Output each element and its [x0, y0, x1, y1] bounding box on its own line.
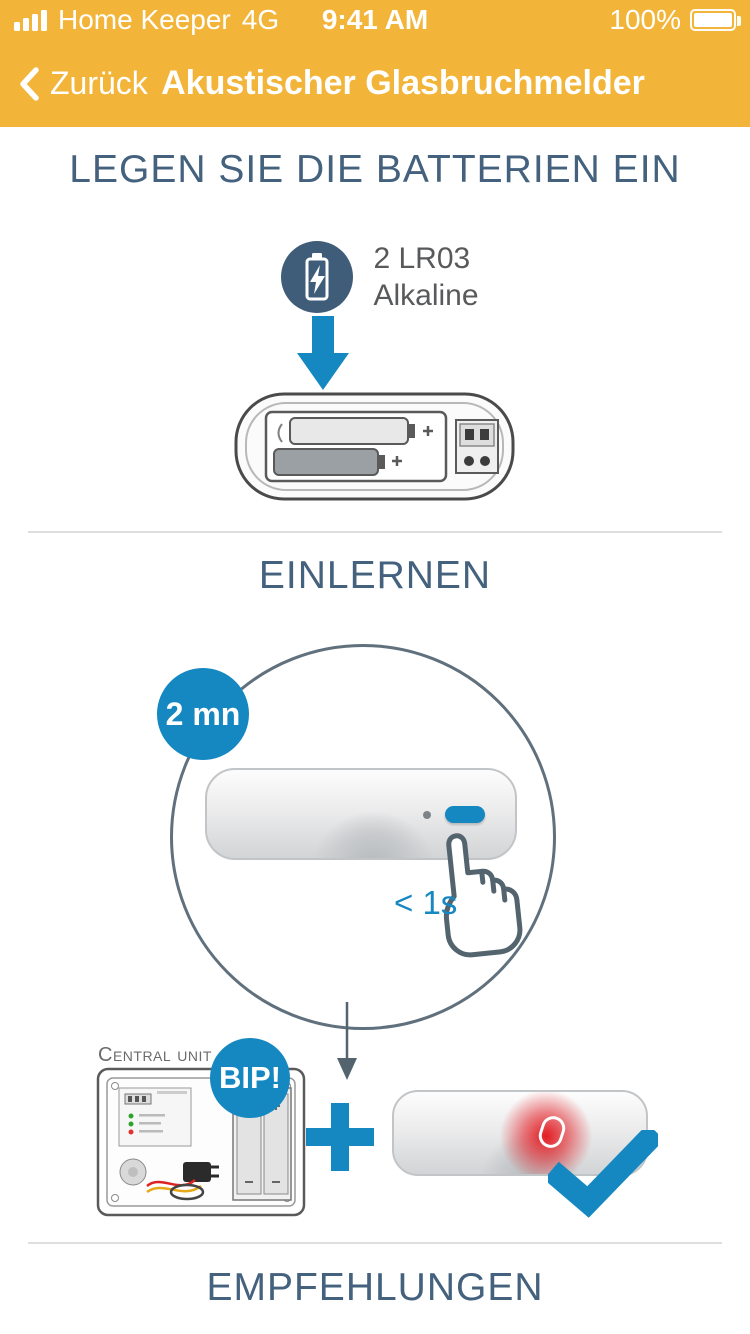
open-detector-illustration: [234, 392, 515, 501]
battery-spec-text: 2 LR03 Alkaline: [373, 240, 478, 314]
central-unit-label: Central unit: [98, 1044, 212, 1066]
down-connector-arrow-icon: [337, 1002, 357, 1080]
insert-arrow-icon: [297, 316, 349, 390]
back-button[interactable]: Zurück: [18, 40, 148, 127]
status-bar: Home Keeper 4G 9:41 AM 100%: [0, 0, 750, 40]
clock-label: 9:41 AM: [321, 4, 429, 35]
plus-icon: [306, 1103, 374, 1171]
section-title-recommendations: EMPFEHLUNGEN: [206, 1266, 544, 1309]
back-chevron-icon: [20, 66, 39, 101]
battery-spec-row: 2 LR03 Alkaline: [0, 240, 750, 314]
beep-badge: BIP!: [210, 1038, 290, 1118]
battery-status-icon: [690, 9, 741, 31]
status-left: Home Keeper 4G: [14, 4, 279, 36]
detector-paired-illustration: [392, 1090, 648, 1176]
page-title: Akustischer Glasbruchmelder: [161, 64, 645, 102]
header: Home Keeper 4G 9:41 AM 100% Zurück Akust…: [0, 0, 750, 127]
section-title-pairing: EINLERNEN: [258, 554, 492, 597]
battery-percent-label: 100%: [609, 4, 681, 35]
detector-pair-button: [445, 806, 485, 823]
divider: [28, 531, 722, 533]
pointing-hand-icon: [443, 833, 523, 958]
pairing-step-circle: [170, 644, 556, 1030]
section-title-batteries: LEGEN SIE DIE BATTERIEN EIN: [69, 148, 681, 191]
divider: [28, 1242, 722, 1244]
back-button-label: Zurück: [50, 65, 148, 101]
detector-led-dot: [423, 811, 431, 819]
press-duration-label: < 1s: [394, 884, 458, 921]
navigation-bar: Zurück Akustischer Glasbruchmelder: [0, 40, 750, 127]
checkmark-icon: [548, 1130, 658, 1218]
carrier-label: Home Keeper: [58, 4, 231, 35]
battery-chemistry-label: Alkaline: [373, 279, 479, 312]
signal-strength-icon: [14, 9, 47, 31]
battery-type-label: 2 LR03: [373, 242, 471, 275]
duration-badge: 2 mn: [157, 668, 249, 760]
battery-badge-icon: [281, 241, 354, 313]
led-glow: [480, 1092, 612, 1174]
network-type-label: 4G: [241, 4, 280, 35]
status-right: 100%: [609, 4, 741, 36]
